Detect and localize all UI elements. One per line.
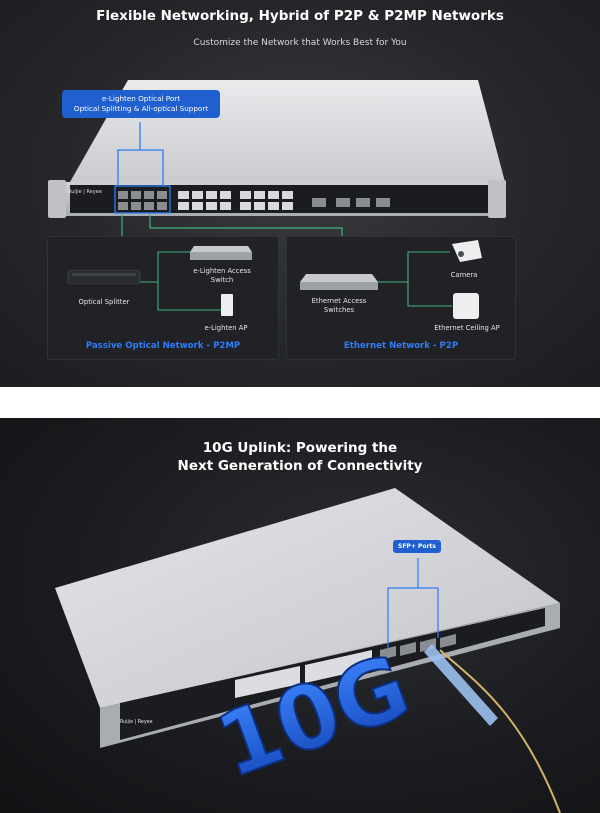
optical-ports [118,191,167,210]
bottom-headline-2: Next Generation of Connectivity [177,458,423,474]
ethernet-access-label: Ethernet Access Switches [300,297,378,315]
ethernet-access-label-1: Ethernet Access [311,297,367,305]
top-headline: Flexible Networking, Hybrid of P2P & P2M… [96,8,504,24]
brand-logo-bottom: Ruijie | Reyee [120,720,153,725]
callout-line2: Optical Splitting & All-optical Support [73,104,209,113]
uplink-ports [312,198,390,207]
top-subtitle: Customize the Network that Works Best fo… [193,38,407,48]
sfp-ports-badge: SFP+ Ports [393,540,441,553]
access-switch-label-2: Switch [210,276,234,284]
rj45-ports [178,191,293,210]
optical-port-callout: e-Lighten Optical Port Optical Splitting… [62,90,220,118]
rack-ear-right [488,180,506,218]
bottom-headline-1: 10G Uplink: Powering the [202,440,398,456]
ethernet-switch-device [300,274,378,282]
optical-splitter-device [67,269,141,285]
ethernet-access-label-2: Switches [323,306,355,314]
optical-splitter-label: Optical Splitter [78,298,130,306]
p2p-p2mp-panel: Flexible Networking, Hybrid of P2P & P2M… [0,0,600,387]
ceiling-ap-device [453,293,479,319]
camera-device [452,240,482,262]
rack-ear-left [48,180,66,218]
e-lighten-ap-device [221,294,233,316]
rj45-ports-b [235,650,372,698]
ceiling-ap-label: Ethernet Ceiling AP [434,324,500,332]
callout-line1: e-Lighten Optical Port [101,94,181,103]
e-lighten-ap-label: e-Lighten AP [204,324,248,332]
access-switch-label: e-Lighten Access Switch [185,267,259,285]
bottom-switch-illustration: 10G [55,488,561,813]
e-lighten-switch-device [190,246,252,252]
camera-label: Camera [450,271,478,279]
access-switch-label-1: e-Lighten Access [193,267,251,275]
ethernet-network-title: Ethernet Network - P2P [343,341,459,351]
pon-network-title: Passive Optical Network - P2MP [85,341,241,351]
brand-logo-top: Ruijie | Reyee [68,189,102,195]
network-diagram-lines [67,240,482,319]
10g-uplink-panel: 10G Uplink: Powering the Next Generation… [0,418,600,813]
